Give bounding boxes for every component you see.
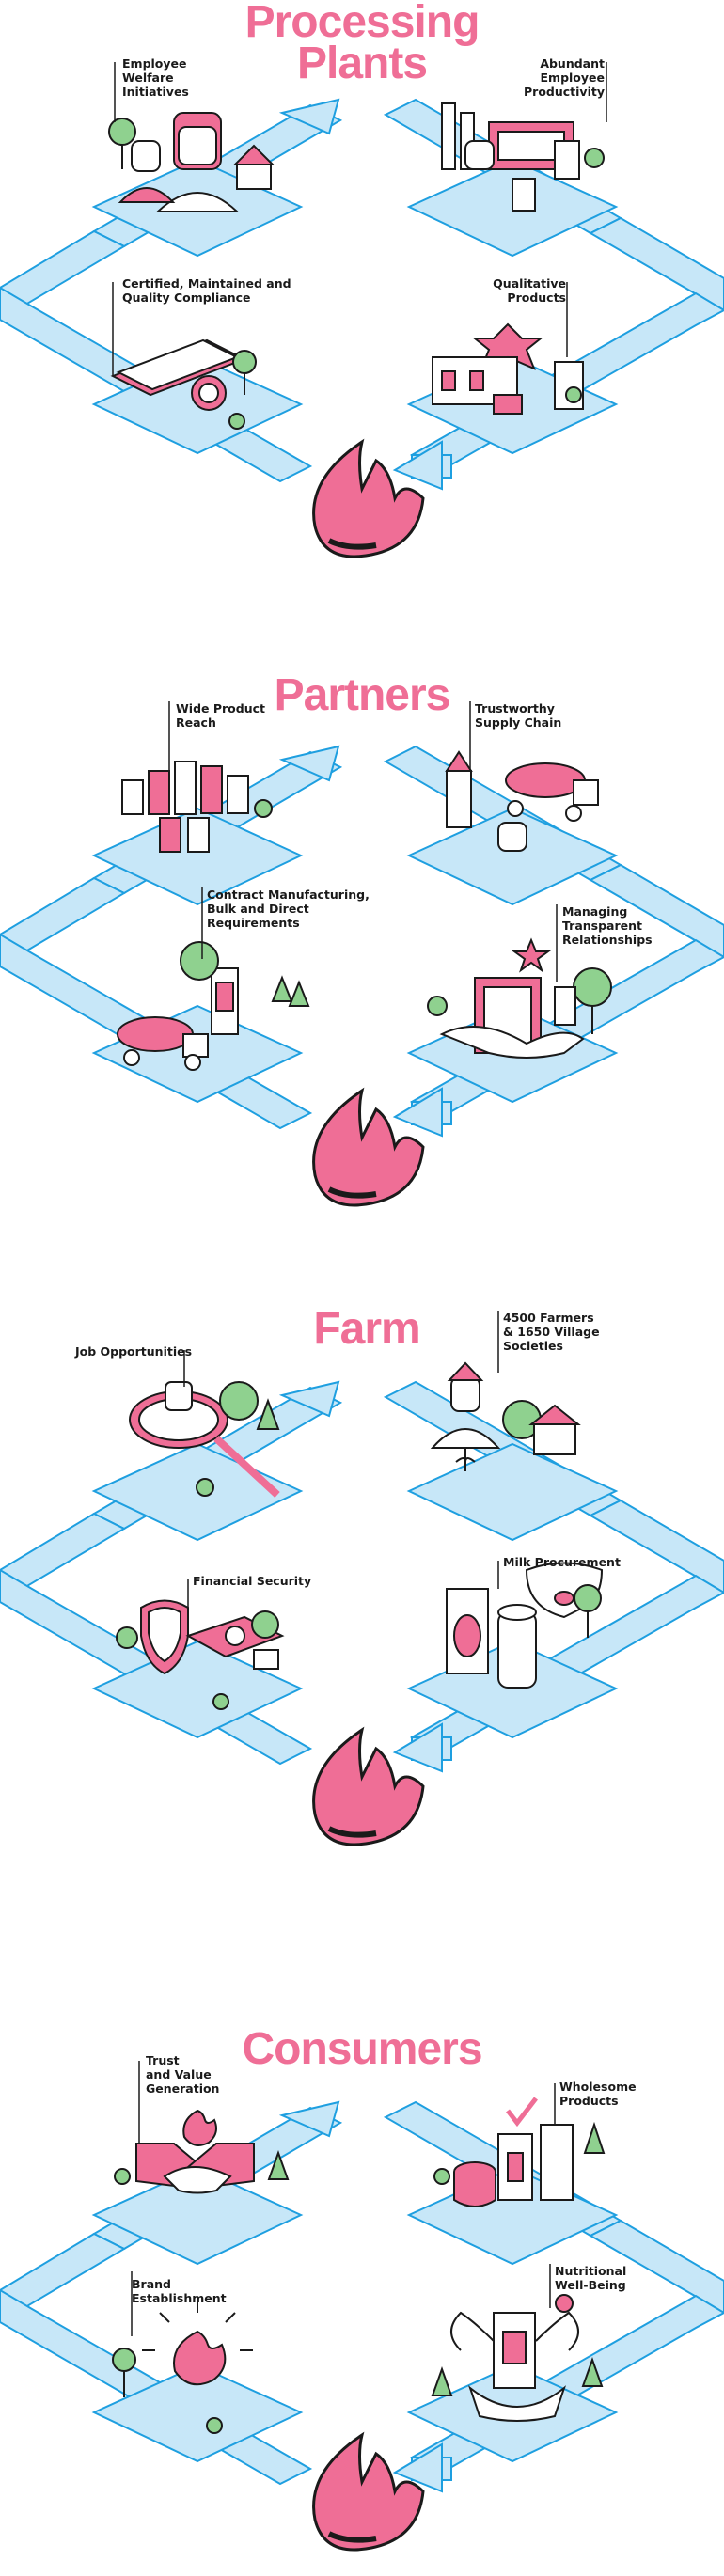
illustration-products: [432, 322, 584, 415]
section-title: Processing Plants: [0, 0, 724, 88]
section-title: Partners: [0, 670, 724, 720]
section-title-line2: Plants: [296, 39, 428, 88]
label-certified-compliance: Certified, Maintained and Quality Compli…: [122, 276, 291, 305]
label-brand-establishment: Brand Establishment: [132, 2277, 227, 2305]
cycle-diagram: [0, 1311, 724, 1846]
section-title-line1: Processing: [244, 0, 480, 47]
cycle-diagram: [0, 701, 724, 1207]
flame-logo-icon: [312, 1087, 425, 1207]
cycle-diagram: [0, 62, 724, 558]
arrow-heads: [278, 1380, 443, 1773]
illustration-milk-cow: [446, 1562, 604, 1689]
flame-logo-icon: [312, 438, 425, 558]
cycle-diagram: [0, 2061, 724, 2552]
arrow-heads: [278, 745, 443, 1138]
label-abundant-productivity: Abundant Employee Productivity: [524, 56, 605, 99]
illustration-wholesome: [433, 2097, 606, 2207]
section-processing-plants: Processing Plants: [0, 0, 724, 639]
illustration-magnifier: [129, 1381, 280, 1498]
section-farm: Farm: [0, 1288, 724, 1927]
illustration-contract-truck: [117, 941, 310, 1071]
label-job-opportunities: Job Opportunities: [75, 1344, 193, 1359]
label-trust-value: Trust and Value Generation: [146, 2053, 220, 2096]
illustration-factory: [441, 102, 605, 212]
section-title: Consumers: [0, 2024, 724, 2074]
illustration-brand-burst: [112, 2300, 253, 2434]
illustration-certificate: [110, 338, 257, 430]
callout-lines: [168, 701, 558, 982]
flame-logo-icon: [312, 1726, 425, 1846]
illustration-farmers: [430, 1361, 581, 1471]
illustration-trust-handshake: [114, 2109, 290, 2194]
illustration-shield-money: [116, 1599, 285, 1710]
arrow-heads: [278, 98, 443, 491]
callout-lines: [131, 2061, 556, 2336]
label-wholesome-products: Wholesome Products: [559, 2080, 637, 2108]
label-employee-welfare: Employee Welfare Initiatives: [122, 56, 189, 99]
section-title: Farm: [0, 1304, 724, 1354]
label-financial-security: Financial Security: [193, 1574, 312, 1588]
section-title-line1: Farm: [313, 1304, 420, 1354]
flow-path: [0, 1380, 724, 1766]
illustration-product-cluster: [121, 761, 273, 853]
illustration-handshake: [427, 937, 612, 1059]
section-consumers: Consumers: [0, 2012, 724, 2576]
flame-logo-icon: [312, 2431, 425, 2552]
label-milk-procurement: Milk Procurement: [503, 1555, 621, 1569]
label-qualitative-products: Qualitative Products: [493, 276, 566, 305]
illustration-people-house: [108, 112, 275, 212]
label-managing-relationships: Managing Transparent Relationships: [562, 904, 653, 947]
callout-lines: [183, 1311, 499, 1617]
section-title-line1: Partners: [274, 670, 451, 720]
label-contract-manufacturing: Contract Manufacturing, Bulk and Direct …: [207, 887, 370, 930]
callout-lines: [112, 62, 607, 376]
flow-path: [0, 2100, 724, 2486]
label-farmers-societies: 4500 Farmers & 1650 Village Societies: [503, 1311, 600, 1353]
section-title-line1: Consumers: [242, 2024, 482, 2074]
arrow-heads: [278, 2100, 443, 2493]
label-nutritional-wellbeing: Nutritional Well-Being: [555, 2264, 627, 2292]
label-trustworthy-supply-chain: Trustworthy Supply Chain: [475, 701, 562, 730]
illustration-strong-carton: [431, 2294, 604, 2422]
label-wide-product-reach: Wide Product Reach: [176, 701, 265, 730]
flow-path: [0, 98, 724, 483]
section-partners: Partners: [0, 658, 724, 1279]
illustration-tanker: [445, 750, 599, 852]
